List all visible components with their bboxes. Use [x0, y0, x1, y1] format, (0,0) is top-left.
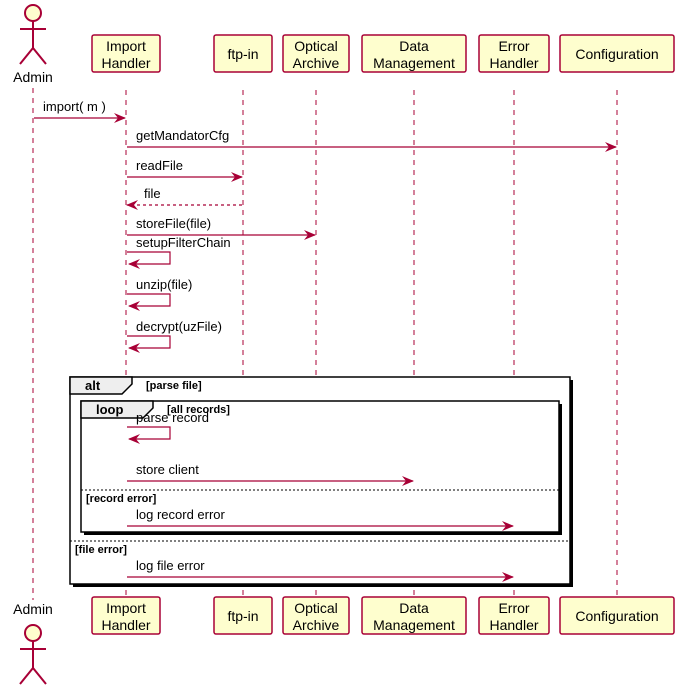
message-label: storeFile(file): [136, 216, 211, 231]
participant-box-error-bottom: [478, 596, 550, 635]
participant-label-ftp: ftp-in: [227, 608, 258, 624]
participant-label-admin: Admin: [13, 601, 53, 617]
actor-head-icon: [24, 624, 42, 642]
message-label: setupFilterChain: [136, 235, 231, 250]
message-label: parse record: [136, 410, 209, 425]
message-label: getMandatorCfg: [136, 128, 229, 143]
message-label: file: [144, 186, 161, 201]
participant-label-config: Configuration: [575, 608, 658, 624]
fragment-else-guard-alt: [file error]: [75, 544, 127, 556]
message-arrow-self: [127, 335, 171, 353]
participant-box-import-top: [91, 34, 161, 73]
participant-box-data-bottom: [361, 596, 467, 635]
actor-legs-icon: [19, 46, 47, 65]
fragment-tab-loop: [80, 400, 154, 419]
fragment-else-guard-loop: [record error]: [86, 493, 157, 505]
message-label: readFile: [136, 158, 183, 173]
message-label: log file error: [136, 558, 205, 573]
participant-label-ftp: ftp-in: [227, 46, 258, 62]
participant-box-optical-bottom: [282, 596, 350, 635]
message-label: unzip(file): [136, 277, 192, 292]
actor-legs-icon: [19, 666, 47, 685]
message-arrow-self: [127, 293, 171, 311]
actor-head-icon: [24, 4, 42, 22]
fragment-guard-loop: [all records]: [167, 404, 230, 416]
fragment-loop: [80, 400, 560, 533]
message-label: import( m ): [43, 99, 106, 114]
message-arrow-self: [127, 251, 171, 269]
participant-box-config-bottom: [559, 596, 675, 635]
fragment-guard-alt: [parse file]: [146, 380, 202, 392]
participant-box-import-bottom: [91, 596, 161, 635]
participant-box-config-top: [559, 34, 675, 73]
message-arrow-self: [127, 426, 171, 444]
participant-box-data-top: [361, 34, 467, 73]
message-label: decrypt(uzFile): [136, 319, 222, 334]
participant-box-ftp-top: [213, 34, 273, 73]
participant-box-optical-top: [282, 34, 350, 73]
fragment-tab-alt: [69, 376, 133, 395]
participant-box-ftp-bottom: [213, 596, 273, 635]
participant-box-error-top: [478, 34, 550, 73]
fragment-keyword-alt: alt: [85, 378, 101, 393]
participant-label-admin: Admin: [13, 69, 53, 85]
participant-label-config: Configuration: [575, 46, 658, 62]
message-label: store client: [136, 462, 199, 477]
message-label: log record error: [136, 507, 226, 522]
fragment-keyword-loop: loop: [96, 402, 123, 417]
